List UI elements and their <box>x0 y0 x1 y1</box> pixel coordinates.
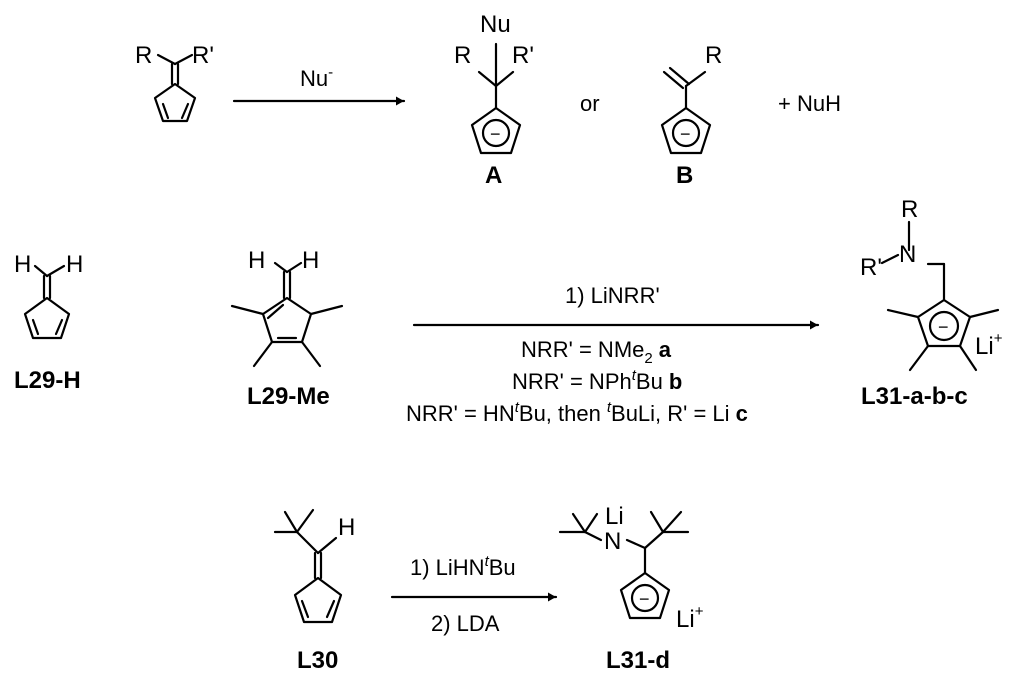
anion-charge: − <box>639 589 650 609</box>
compound-label-l31-abc: L31-a-b-c <box>861 383 968 410</box>
compound-label-l30: L30 <box>297 647 338 674</box>
compound-l30: H L30 <box>273 508 355 674</box>
condition-step1: 1) LiHNtBu <box>410 553 516 580</box>
anion-charge: − <box>938 317 949 337</box>
atom-nu: Nu <box>480 11 511 38</box>
atom-h: H <box>14 251 31 278</box>
product-a: − Nu R R' A <box>454 11 534 189</box>
atom-rprime: R' <box>512 42 534 69</box>
compound-l31-d: − Li N Li+ L31-d <box>558 503 704 674</box>
compound-label-l29-h: L29-H <box>14 367 81 394</box>
compound-label-l31-d: L31-d <box>606 647 670 674</box>
product-b: − R B <box>660 42 722 189</box>
compound-l31-abc: − R N R' Li+ L31-a-b-c <box>860 196 1003 410</box>
compound-label-b: B <box>676 162 693 189</box>
arrow-lihntbu-lda: 1) LiHNtBu 2) LDA <box>390 553 558 636</box>
atom-h: H <box>302 247 319 274</box>
compound-l29-me: H H L29-Me <box>230 247 344 410</box>
counterion-li: Li+ <box>975 330 1003 360</box>
atom-h: H <box>338 514 355 541</box>
compound-label-l29-me: L29-Me <box>247 383 330 410</box>
atom-li: Li <box>605 503 624 530</box>
atom-n: N <box>604 528 621 555</box>
atom-n: N <box>899 241 916 268</box>
atom-rprime: R' <box>860 254 882 281</box>
atom-r: R <box>454 42 471 69</box>
arrow-nucleophile: Nu- <box>232 64 406 106</box>
anion-charge: − <box>680 124 691 144</box>
atom-r: R <box>135 42 152 69</box>
atom-r: R <box>705 42 722 69</box>
compound-label-a: A <box>485 162 502 189</box>
fulvene-r-rprime: R R' <box>135 42 214 123</box>
atom-h: H <box>248 247 265 274</box>
compound-l29-h: H H L29-H <box>14 251 83 394</box>
reagent-nu: Nu- <box>300 64 333 91</box>
nuh-text: + NuH <box>778 91 841 116</box>
condition-step1: 1) LiNRR' <box>565 283 660 308</box>
atom-r: R <box>901 196 918 223</box>
anion-charge: − <box>490 124 501 144</box>
condition-step2: 2) LDA <box>431 611 500 636</box>
counterion-li: Li+ <box>676 603 704 633</box>
atom-rprime: R' <box>192 42 214 69</box>
atom-h: H <box>66 251 83 278</box>
or-text: or <box>580 91 600 116</box>
